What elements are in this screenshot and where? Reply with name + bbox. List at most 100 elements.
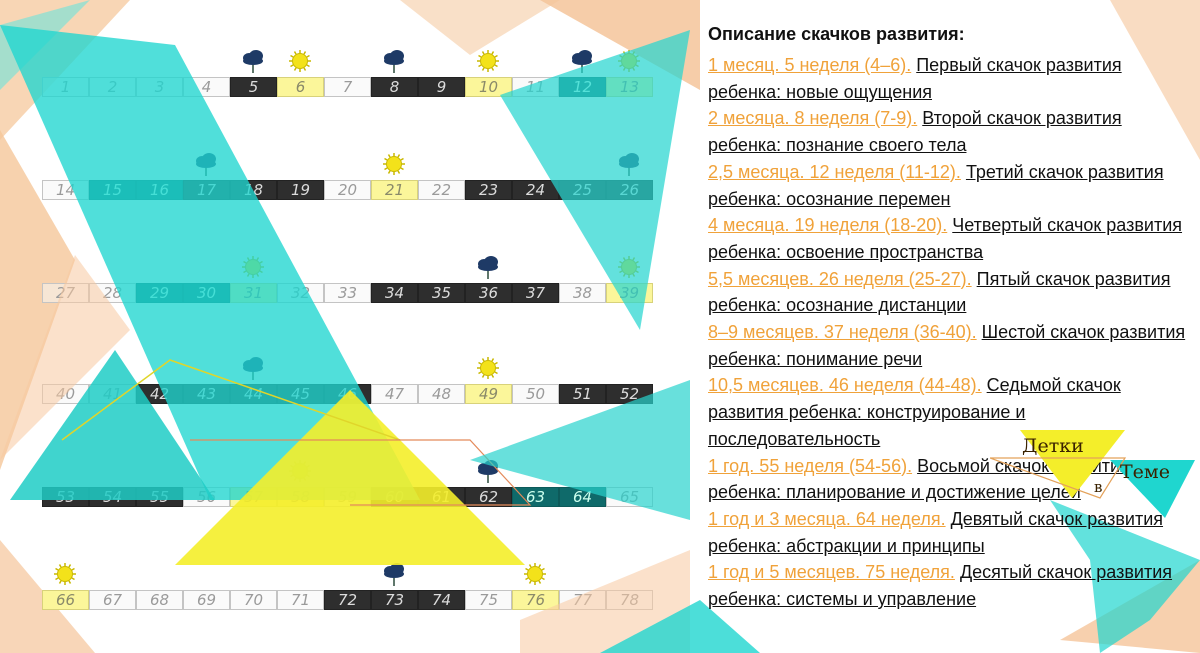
leap-description-link[interactable]: Третий скачок развития ребенка: осознани…	[708, 161, 1164, 209]
storm-cloud-icon	[617, 152, 641, 178]
week-cell: 10	[465, 77, 512, 97]
week-cell: 24	[512, 180, 559, 200]
week-cell: 73	[371, 590, 418, 610]
leap-period-link[interactable]: 10,5 месяцев. 46 неделя (44-48).	[708, 375, 982, 396]
storm-cloud-icon	[194, 152, 218, 178]
storm-cloud-icon-glyph	[384, 563, 404, 586]
week-cell: 19	[277, 180, 324, 200]
leap-description-link[interactable]: Седьмой скачок развития ребенка: констру…	[708, 375, 1121, 449]
logo-word-detki: Детки	[1022, 435, 1084, 457]
leap-period-link[interactable]: 5,5 месяцев. 26 неделя (25-27).	[708, 268, 972, 289]
week-cell: 55	[136, 487, 183, 507]
week-cell: 70	[230, 590, 277, 610]
leap-item: 2 месяца. 8 неделя (7-9). Второй скачок …	[708, 105, 1188, 158]
leap-item: 1 год и 5 месяцев. 75 неделя. Десятый ск…	[708, 559, 1188, 612]
week-cell: 29	[136, 283, 183, 303]
leap-period-link[interactable]: 2,5 месяца. 12 неделя (11-12).	[708, 161, 961, 182]
sun-icon	[476, 356, 500, 382]
week-cell: 38	[559, 283, 606, 303]
week-cell: 76	[512, 590, 559, 610]
leap-period-link[interactable]: 1 год и 5 месяцев. 75 неделя.	[708, 562, 955, 583]
leap-item: 5,5 месяцев. 26 неделя (25-27). Пятый ск…	[708, 266, 1188, 319]
leap-period-link[interactable]: 1 месяц. 5 неделя (4–6).	[708, 55, 912, 75]
storm-cloud-icon	[382, 49, 406, 75]
leap-description-link[interactable]: Пятый скачок развития ребенка: осознание…	[708, 268, 1171, 316]
logo-word-v: в	[1094, 478, 1102, 496]
week-cell: 35	[418, 283, 465, 303]
storm-cloud-icon-glyph	[619, 153, 639, 176]
leap-period-link[interactable]: 4 месяца. 19 неделя (18-20).	[708, 215, 948, 236]
week-cell: 58	[277, 487, 324, 507]
week-cell: 20	[324, 180, 371, 200]
week-cell: 72	[324, 590, 371, 610]
week-cell: 71	[277, 590, 324, 610]
week-cell: 42	[136, 384, 183, 404]
week-cell: 78	[606, 590, 653, 610]
week-cell: 26	[606, 180, 653, 200]
week-cell: 2	[89, 77, 136, 97]
week-cell: 48	[418, 384, 465, 404]
leap-item: 10,5 месяцев. 46 неделя (44-48). Седьмой…	[708, 372, 1188, 452]
week-cell: 51	[559, 384, 606, 404]
week-cell: 49	[465, 384, 512, 404]
storm-cloud-icon-glyph	[196, 153, 216, 176]
week-cell: 47	[371, 384, 418, 404]
week-cell: 12	[559, 77, 606, 97]
sun-icon-glyph	[618, 50, 640, 72]
week-cell: 21	[371, 180, 418, 200]
leap-description-link[interactable]: Шестой скачок развития ребенка: понимани…	[708, 322, 1186, 369]
description-heading: Описание скачков развития:	[708, 24, 965, 44]
leap-period-link[interactable]: 1 год и 3 месяца. 64 неделя.	[708, 508, 946, 529]
week-cell: 27	[42, 283, 89, 303]
leap-item: 8–9 месяцев. 37 неделя (36-40). Шестой с…	[708, 319, 1188, 372]
logo-orange-triangle	[990, 457, 1127, 499]
sun-icon	[53, 562, 77, 588]
week-cell: 67	[89, 590, 136, 610]
week-cell: 25	[559, 180, 606, 200]
storm-cloud-icon-glyph	[243, 50, 263, 73]
week-cell: 9	[418, 77, 465, 97]
sun-icon-glyph	[54, 563, 76, 585]
storm-cloud-icon	[241, 49, 265, 75]
storm-cloud-icon-glyph	[243, 357, 263, 380]
week-cell: 68	[136, 590, 183, 610]
sun-icon	[476, 49, 500, 75]
leap-period-link[interactable]: 8–9 месяцев. 37 неделя (36-40).	[708, 322, 977, 343]
week-cell: 75	[465, 590, 512, 610]
week-cell: 7	[324, 77, 371, 97]
storm-cloud-icon	[570, 49, 594, 75]
storm-cloud-icon	[476, 255, 500, 281]
week-cell: 54	[89, 487, 136, 507]
week-cell: 66	[42, 590, 89, 610]
week-cell: 39	[606, 283, 653, 303]
week-cell: 4	[183, 77, 230, 97]
leap-period-link[interactable]: 2 месяца. 8 неделя (7-9).	[708, 108, 918, 129]
detki-v-teme-logo: Детки в Теме	[990, 430, 1195, 518]
sun-icon	[241, 255, 265, 281]
sun-icon-glyph	[477, 50, 499, 72]
logo-teal-triangle	[1110, 460, 1195, 518]
leap-description-link[interactable]: Первый скачок развития ребенка: новые ощ…	[708, 55, 1122, 102]
leap-item: 2,5 месяца. 12 неделя (11-12). Третий ск…	[708, 159, 1188, 212]
leap-description-link[interactable]: Второй скачок развития ребенка: познание…	[708, 108, 1122, 156]
week-cell: 65	[606, 487, 653, 507]
sun-icon-glyph	[289, 50, 311, 72]
storm-cloud-icon-glyph	[478, 460, 498, 483]
sun-icon-glyph	[289, 460, 311, 482]
week-cell: 59	[324, 487, 371, 507]
bg-peach-topcenter	[400, 0, 560, 55]
leap-period-link[interactable]: 1 год. 55 неделя (54-56).	[708, 455, 913, 476]
week-cell: 74	[418, 590, 465, 610]
leap-description-link[interactable]: Четвертый скачок развития ребенка: освое…	[708, 215, 1183, 262]
storm-cloud-icon-glyph	[478, 256, 498, 279]
week-cell: 61	[418, 487, 465, 507]
week-cell: 56	[183, 487, 230, 507]
week-cell: 18	[230, 180, 277, 200]
week-cell: 30	[183, 283, 230, 303]
week-cell: 52	[606, 384, 653, 404]
